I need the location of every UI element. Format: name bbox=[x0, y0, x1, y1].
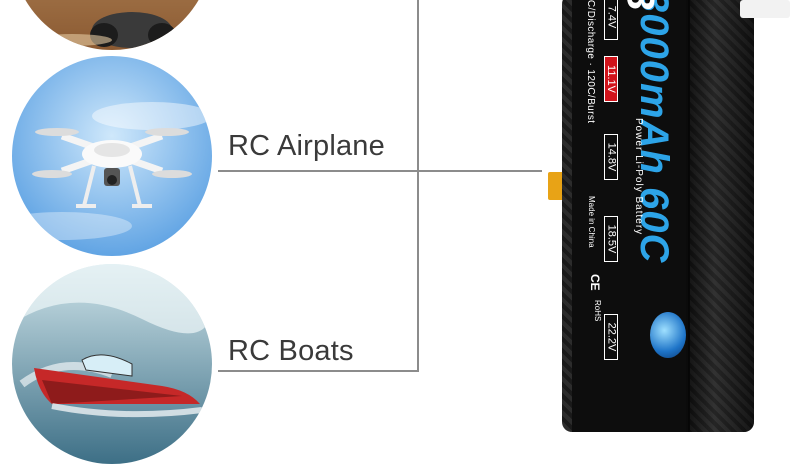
xt60-plug bbox=[548, 172, 564, 200]
globe-icon bbox=[650, 312, 686, 358]
rc-car-photo bbox=[12, 0, 212, 50]
rc-boats-label: RC Boats bbox=[228, 335, 354, 367]
voltage-selector: 7.4V 11.1V 14.8V 18.5V 22.2V bbox=[604, 0, 620, 394]
connector-trunk bbox=[417, 0, 419, 372]
battery-discharge-spec: 60C/Discharge · 120C/Burst bbox=[585, 0, 596, 124]
ce-mark: CE bbox=[588, 274, 602, 291]
voltage-22-2v: 22.2V bbox=[604, 314, 618, 360]
rc-airplane-photo bbox=[12, 56, 212, 256]
voltage-14-8v: 14.8V bbox=[604, 134, 618, 180]
voltage-11-1v: 11.1V bbox=[604, 56, 618, 102]
battery-made-in: Made in China bbox=[587, 196, 596, 248]
battery-label-panel: 3000mAh 60C Power Li-Poly Battery 60C/Di… bbox=[572, 0, 690, 432]
battery-brand: HRB bbox=[617, 0, 662, 11]
voltage-7-4v: 7.4V bbox=[604, 0, 618, 40]
rohs-mark: RoHS bbox=[593, 300, 602, 322]
battery-brand-subtitle: Power Li-Poly Battery bbox=[633, 118, 644, 236]
connector-airplane bbox=[218, 170, 542, 172]
battery-side bbox=[686, 0, 754, 432]
rc-boat-photo bbox=[12, 264, 212, 464]
connector-boats bbox=[218, 370, 419, 372]
voltage-18-5v: 18.5V bbox=[604, 216, 618, 262]
balance-wire bbox=[740, 0, 790, 18]
rc-airplane-label: RC Airplane bbox=[228, 130, 385, 162]
lipo-battery: 3000mAh 60C Power Li-Poly Battery 60C/Di… bbox=[562, 0, 754, 432]
